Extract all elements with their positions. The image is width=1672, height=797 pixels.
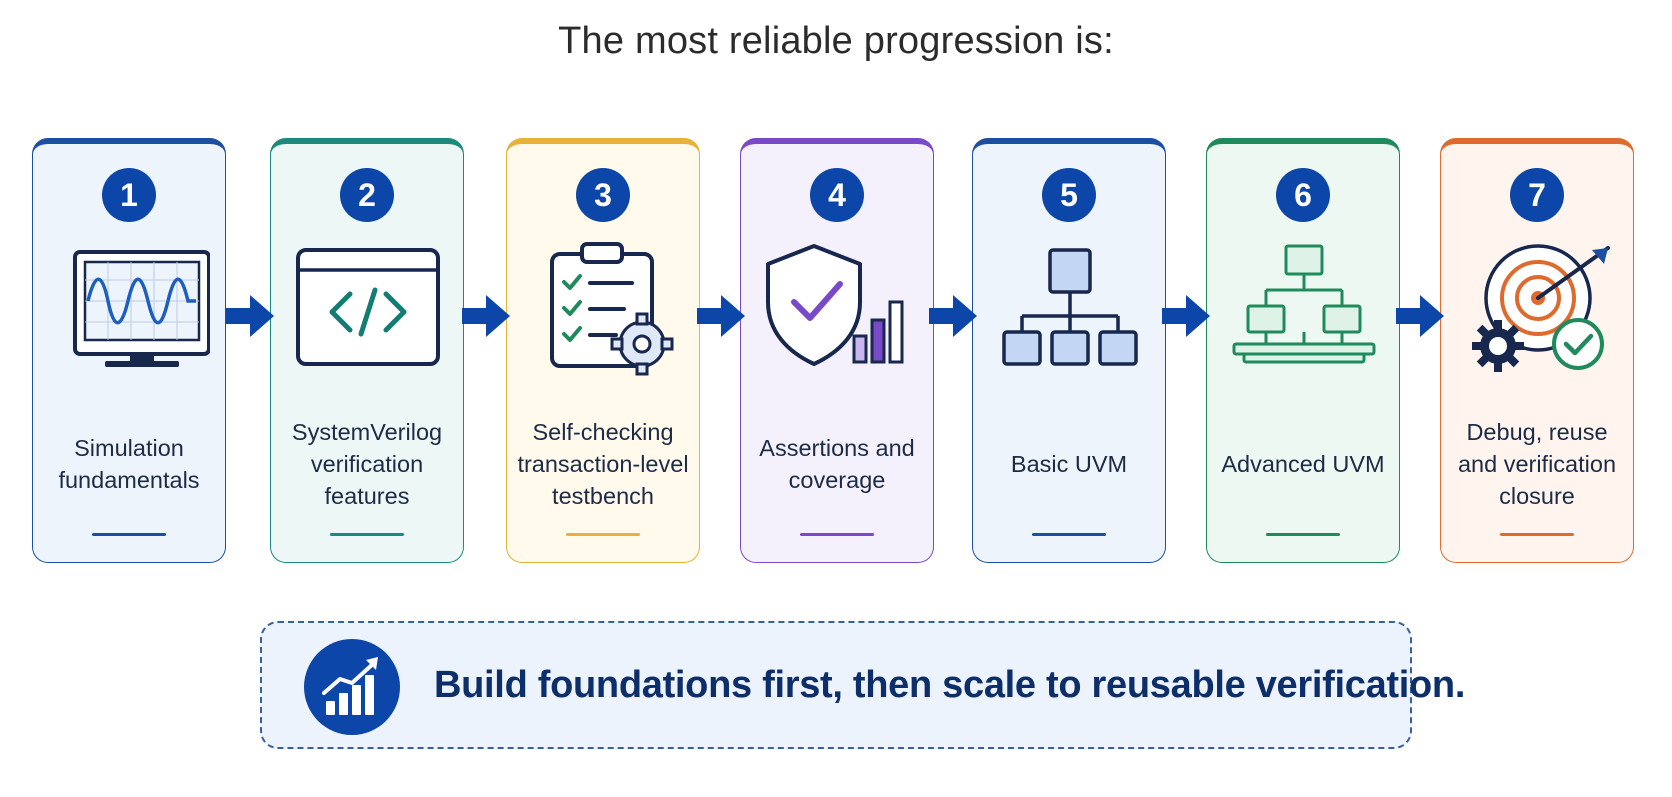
step-underline — [1500, 533, 1574, 536]
shield-check-chart-icon — [758, 240, 918, 380]
step-label: SystemVerilog verification features — [291, 419, 443, 509]
checklist-gear-icon — [524, 240, 684, 380]
arrow-right-icon — [1396, 295, 1444, 337]
summary-banner: Build foundations first, then scale to r… — [260, 621, 1465, 749]
step-underline — [330, 533, 404, 536]
code-window-icon — [288, 240, 448, 380]
step-label: Simulation fundamentals — [58, 435, 200, 493]
step-card-7: 7 — [1440, 138, 1634, 563]
step-label: Assertions and coverage — [759, 435, 915, 493]
hierarchy-icon — [990, 240, 1150, 380]
step-underline — [1266, 533, 1340, 536]
arrow-right-icon — [462, 295, 510, 337]
target-gear-check-icon — [1458, 240, 1618, 380]
arrow-right-icon — [929, 295, 977, 337]
step-number-badge: 2 — [340, 168, 394, 222]
step-card-4: 4 Assertions and coverage — [740, 138, 934, 563]
step-number-badge: 5 — [1042, 168, 1096, 222]
step-card-3: 3 — [506, 138, 700, 563]
step-underline — [566, 533, 640, 536]
progression-steps: 1 Simulation fundamentals 2 — [32, 138, 1634, 563]
step-card-1: 1 Simulation fundamentals — [32, 138, 226, 563]
step-card-5: 5 Basic UVM — [972, 138, 1166, 563]
step-label: Basic UVM — [1010, 451, 1128, 477]
step-underline — [800, 533, 874, 536]
step-card-6: 6 Ad — [1206, 138, 1400, 563]
step-underline — [1032, 533, 1106, 536]
step-label: Debug, reuse and verification closure — [1457, 419, 1617, 509]
step-label: Advanced UVM — [1221, 451, 1385, 477]
step-number-badge: 4 — [810, 168, 864, 222]
banner-text: Build foundations first, then scale to r… — [434, 663, 1466, 706]
step-underline — [92, 533, 166, 536]
arrow-right-icon — [1162, 295, 1210, 337]
step-number-badge: 7 — [1510, 168, 1564, 222]
arrow-right-icon — [697, 295, 745, 337]
page-title: The most reliable progression is: — [558, 20, 1114, 62]
layered-hierarchy-icon — [1224, 240, 1384, 380]
step-number-badge: 6 — [1276, 168, 1330, 222]
step-number-badge: 3 — [576, 168, 630, 222]
step-card-2: 2 SystemVerilog verification features — [270, 138, 464, 563]
step-number-badge: 1 — [102, 168, 156, 222]
waveform-monitor-icon — [50, 240, 211, 380]
step-label: Self-checking transaction-level testbenc… — [517, 419, 689, 509]
growth-chart-icon — [304, 639, 400, 735]
arrow-right-icon — [226, 295, 274, 337]
